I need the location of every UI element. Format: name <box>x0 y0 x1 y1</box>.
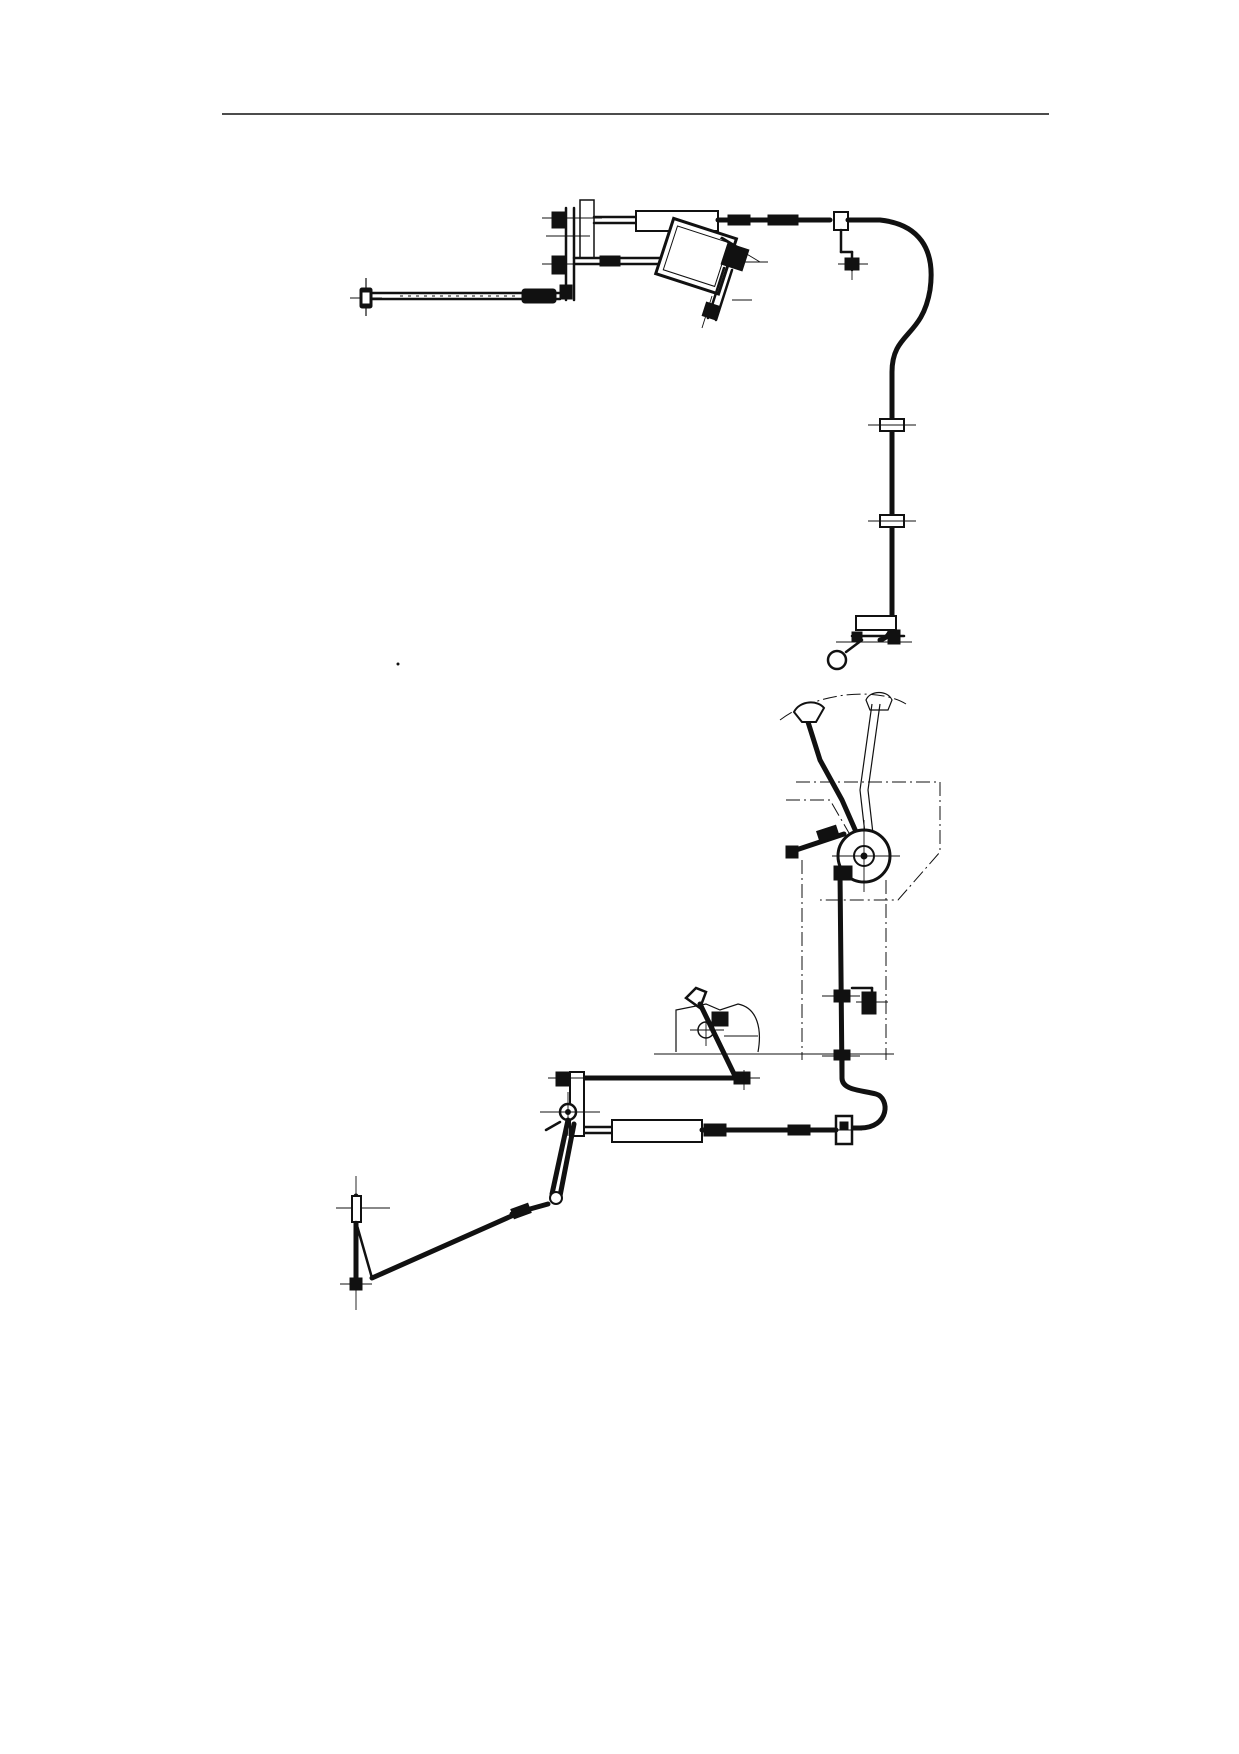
lower-diagonal-rod <box>369 1211 519 1281</box>
upper-bend-fitting <box>833 211 868 280</box>
lever-spring-damper <box>785 824 847 859</box>
lower-lever-quadrant <box>779 691 941 1060</box>
main-control-lever <box>792 701 867 853</box>
lower-damper-cylinder <box>611 1119 703 1143</box>
lower-side-bracket <box>850 986 888 1015</box>
lower-pedal-post <box>336 1176 390 1310</box>
upper-linkage <box>350 199 934 671</box>
upper-bottom-lever <box>826 615 912 671</box>
lever-knob <box>826 649 848 671</box>
lower-damper-rod <box>570 1119 839 1143</box>
lower-bell-crank <box>509 1117 577 1220</box>
lower-vertical-rod <box>822 865 860 1081</box>
lower-pedal-assembly <box>675 986 760 1081</box>
upper-pipe-clamp-2 <box>868 514 916 528</box>
upper-long-rod <box>370 288 562 304</box>
lower-upper-rod <box>581 1070 760 1090</box>
lower-linkage <box>336 691 941 1310</box>
lower-pipe-bend <box>839 1057 888 1131</box>
upper-pipe-clamp-1 <box>868 418 916 432</box>
lower-junction-box <box>826 1114 862 1146</box>
upper-pivot-bracket <box>542 199 602 302</box>
upper-left-rod-end <box>350 278 382 316</box>
upper-actuator <box>653 216 768 329</box>
upper-top-rod <box>592 210 833 232</box>
